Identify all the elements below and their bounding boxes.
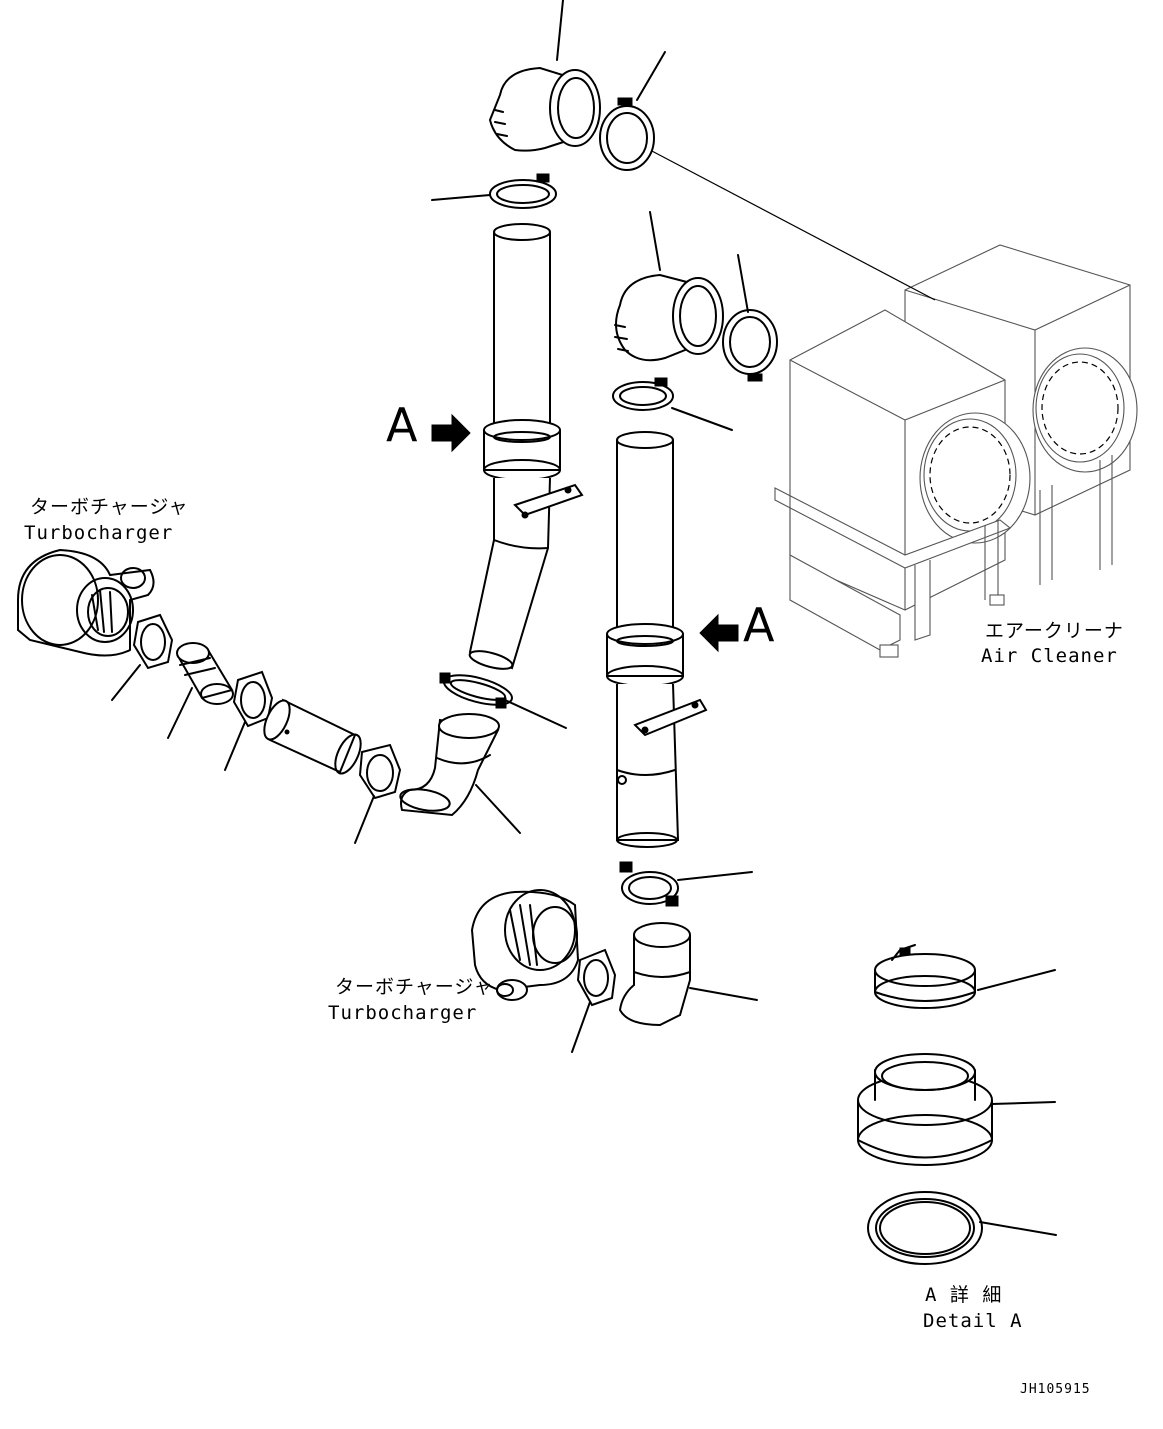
connection-line [649, 149, 936, 301]
leader-line [504, 699, 567, 729]
air-cleaner-label-en: Air Cleaner [981, 645, 1118, 667]
drawing-code: JH105915 [1020, 1382, 1091, 1397]
leader-line [111, 664, 141, 701]
detail-label-en: Detail A [923, 1310, 1023, 1332]
gasket-left-1 [132, 613, 174, 670]
leader-line [571, 1001, 591, 1053]
turbocharger-left-label-jp: ターボチャージャ [30, 496, 189, 518]
reducer-center [618, 922, 691, 1027]
leader-line [979, 1221, 1057, 1236]
view-marker-lower: A [743, 598, 775, 652]
turbocharger-center-label-jp: ターボチャージャ [335, 976, 494, 998]
leader-line [636, 51, 666, 101]
gasket-center [576, 948, 617, 1007]
leader-line [354, 795, 375, 844]
gasket-left-3 [358, 743, 402, 800]
clamp-pipe-top [489, 173, 557, 209]
view-marker-upper: A [386, 398, 418, 452]
leader-line [649, 211, 661, 271]
clamp-right-upper [722, 309, 778, 382]
clamp-center [619, 861, 679, 907]
air-cleaner-label-jp: エアークリーナ [985, 620, 1124, 642]
view-arrow-upper [431, 413, 471, 453]
view-arrow-lower [699, 613, 739, 653]
long-tube [263, 698, 362, 775]
upper-elbow-right [614, 273, 724, 362]
leader-line [671, 407, 733, 431]
leader-line [737, 254, 749, 313]
leader-line [224, 721, 246, 771]
leader-line [475, 784, 521, 834]
leader-line [991, 1101, 1056, 1105]
leader-line [677, 871, 753, 881]
leader-line [689, 987, 758, 1001]
detail-a-seal-ring [867, 1191, 983, 1265]
leader-line [431, 194, 491, 201]
short-tube [176, 642, 234, 705]
left-vertical-pipe [468, 223, 584, 670]
leader-line [977, 969, 1056, 991]
clamp-right-pipe-top [612, 377, 674, 411]
turbocharger-left-drawing [17, 548, 155, 657]
turbocharger-center-label-en: Turbocharger [328, 1002, 478, 1024]
turbocharger-left-label-en: Turbocharger [24, 522, 174, 544]
detail-a-sleeve [857, 1053, 993, 1166]
clamp-upper [599, 97, 655, 171]
leader-line [167, 687, 193, 739]
elbow-lower-left [399, 713, 500, 817]
right-vertical-pipe [606, 431, 708, 848]
detail-a-clamp [874, 944, 976, 1009]
turbocharger-center-drawing [470, 889, 580, 1001]
leader-line [556, 0, 564, 61]
air-cleaner-drawing [774, 244, 1138, 658]
detail-label-jp: A 詳 細 [925, 1284, 1003, 1306]
clamp-lower-left [439, 672, 513, 709]
upper-elbow-left [488, 66, 601, 152]
